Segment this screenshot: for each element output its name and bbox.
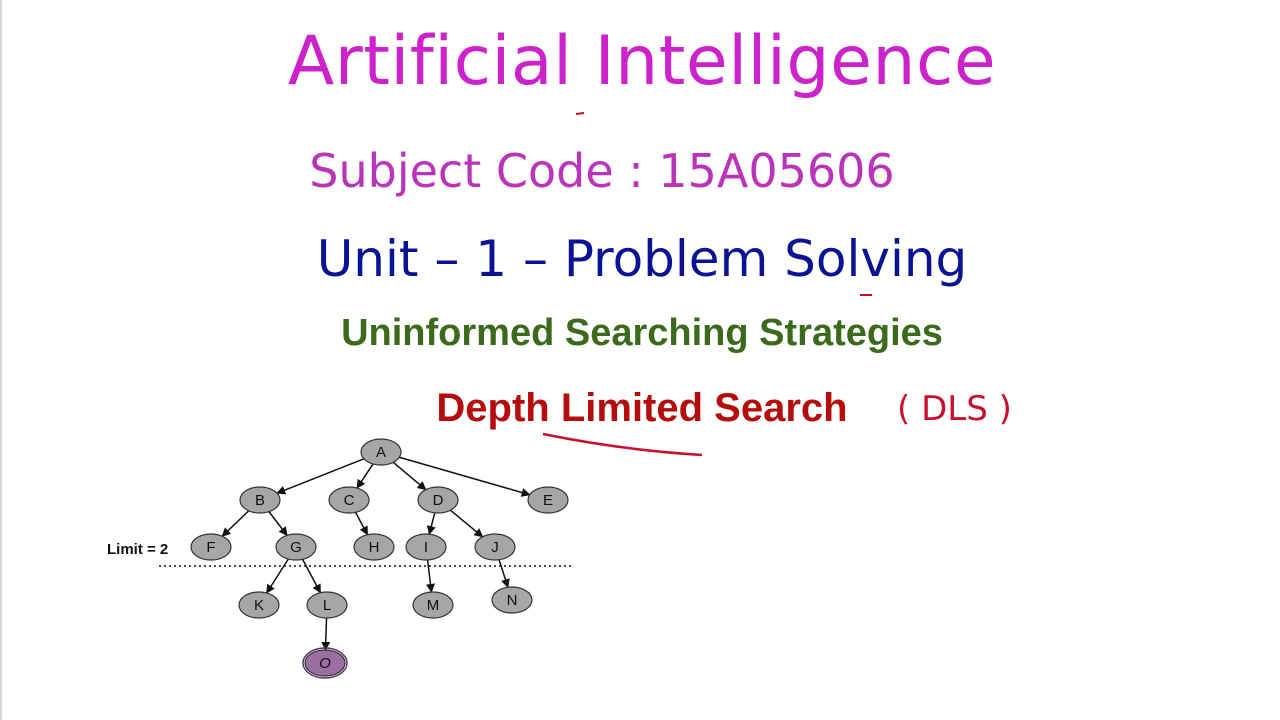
edge-L-O xyxy=(321,617,331,651)
tree-node-F: F xyxy=(190,533,232,561)
tree-edges xyxy=(221,456,531,651)
node-shape-A xyxy=(360,438,402,466)
node-shape-K xyxy=(238,591,280,619)
edge-A-B xyxy=(276,458,365,495)
node-shape-D xyxy=(417,486,459,514)
node-label-M: M xyxy=(427,597,440,614)
tree-node-H: H xyxy=(353,533,395,561)
edge-A-C xyxy=(356,463,374,489)
node-shape-L xyxy=(306,591,348,619)
node-label-K: K xyxy=(254,597,264,614)
tree-node-A: A xyxy=(360,438,402,466)
node-label-G: G xyxy=(290,539,302,556)
node-shape-G xyxy=(275,533,317,561)
edge-B-G xyxy=(268,511,288,537)
tree-node-M: M xyxy=(412,591,454,619)
node-label-E: E xyxy=(543,492,553,509)
node-shape-J xyxy=(474,533,516,561)
node-label-F: F xyxy=(206,539,215,556)
tree-node-C: C xyxy=(328,486,370,514)
node-label-H: H xyxy=(369,539,380,556)
tree-nodes: A B C D E F G H I J K L M N O xyxy=(190,438,569,679)
tree-node-K: K xyxy=(238,591,280,619)
edge-J-N xyxy=(498,559,510,589)
node-label-I: I xyxy=(424,539,428,556)
node-label-O: O xyxy=(319,655,331,672)
subject-code: Subject Code : 15A05606 xyxy=(309,144,895,198)
edge-D-I xyxy=(426,512,436,536)
node-label-D: D xyxy=(433,492,444,509)
unit-heading: Unit – 1 – Problem Solving xyxy=(316,230,968,288)
edge-A-D xyxy=(392,461,427,491)
method-heading: Depth Limited Search xyxy=(436,386,848,430)
node-label-J: J xyxy=(491,539,499,556)
tree-node-O: O xyxy=(302,647,348,679)
edge-D-J xyxy=(449,509,484,538)
node-label-L: L xyxy=(323,597,331,614)
edge-C-H xyxy=(354,511,369,536)
tree-node-G: G xyxy=(275,533,317,561)
node-shape-E xyxy=(527,486,569,514)
node-shape-F xyxy=(190,533,232,561)
edge-G-L xyxy=(301,558,322,594)
node-label-B: B xyxy=(255,492,265,509)
edge-B-F xyxy=(221,510,250,537)
goal-node-ring xyxy=(302,647,348,679)
tree-node-L: L xyxy=(306,591,348,619)
node-shape-H xyxy=(353,533,395,561)
node-shape-O xyxy=(304,649,346,677)
tree-node-J: J xyxy=(474,533,516,561)
tree-node-I: I xyxy=(405,533,447,561)
tree-node-E: E xyxy=(527,486,569,514)
node-shape-C xyxy=(328,486,370,514)
node-label-C: C xyxy=(344,492,355,509)
edge-I-M xyxy=(425,559,435,593)
limit-label: Limit = 2 xyxy=(107,541,168,558)
slide-title: Artificial Intelligence xyxy=(287,22,997,101)
node-shape-B xyxy=(239,486,281,514)
node-label-A: A xyxy=(376,444,386,461)
topic-heading: Uninformed Searching Strategies xyxy=(341,312,943,354)
tree-node-N: N xyxy=(491,586,533,614)
edge-A-E xyxy=(399,456,531,497)
node-shape-M xyxy=(412,591,454,619)
edge-G-K xyxy=(266,558,289,594)
tree-node-B: B xyxy=(239,486,281,514)
tree-node-D: D xyxy=(417,486,459,514)
node-shape-I xyxy=(405,533,447,561)
node-shape-N xyxy=(491,586,533,614)
node-label-N: N xyxy=(507,592,518,609)
